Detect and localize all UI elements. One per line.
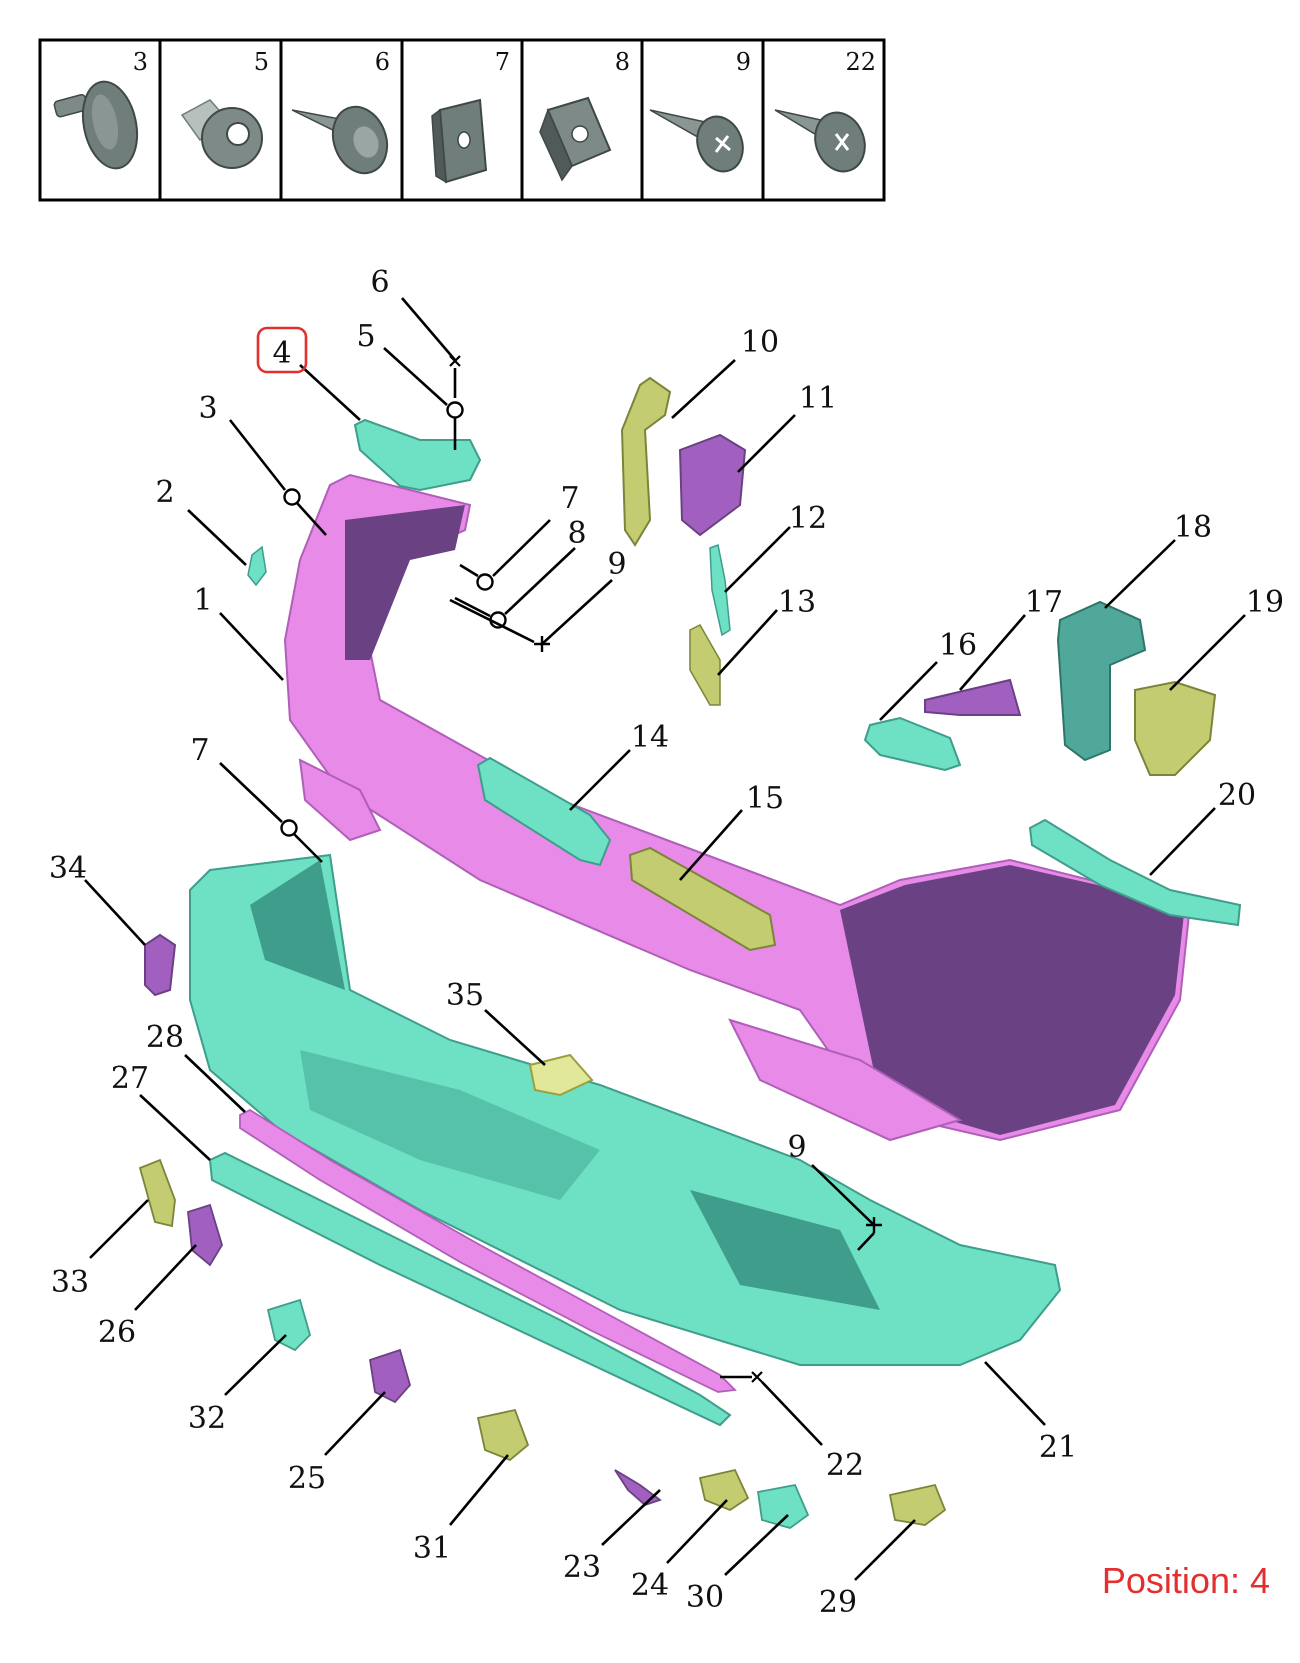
- square-nut-icon: [539, 96, 612, 182]
- flange-screw-icon: [291, 105, 389, 175]
- callout-21: 21: [1039, 1430, 1077, 1465]
- callout-9-lower: 9: [787, 1130, 806, 1165]
- hardware-table: 3 5 6 7 8 9 22: [38, 38, 886, 202]
- callout-2: 2: [155, 475, 174, 510]
- part-15-bracket: [628, 846, 777, 952]
- position-label: Position: 4: [1101, 1560, 1270, 1601]
- part-1-upper-bumper-cover: [283, 473, 1192, 1142]
- part-32-sensor-holder: [266, 1298, 312, 1352]
- part-10-bracket: [620, 376, 672, 547]
- callout-6: 6: [370, 265, 389, 300]
- callout-32: 32: [188, 1401, 226, 1436]
- hw-number-7: 7: [495, 48, 510, 76]
- part-16-bracket: [863, 716, 962, 772]
- callout-12: 12: [789, 501, 827, 536]
- callout-23: 23: [563, 1550, 601, 1585]
- hw-number-9: 9: [736, 48, 751, 76]
- part-34-clip: [144, 933, 177, 997]
- part-4-bracket: [353, 418, 482, 492]
- part-29-sensor-holder: [888, 1483, 947, 1526]
- callout-33: 33: [51, 1265, 89, 1300]
- callout-16: 16: [939, 628, 977, 663]
- callout-15: 15: [746, 781, 784, 816]
- leader-lines: [84, 297, 1246, 1581]
- hw-number-22: 22: [845, 48, 876, 76]
- clip-nut-icon: [180, 99, 263, 169]
- part-33-sensor-holder: [138, 1158, 176, 1228]
- callout-4: 4: [272, 336, 291, 371]
- part-17-bracket: [924, 678, 1022, 716]
- part-25-sensor-holder: [368, 1348, 412, 1404]
- callout-26: 26: [98, 1315, 136, 1350]
- callout-25: 25: [288, 1461, 326, 1496]
- callout-31: 31: [413, 1531, 451, 1566]
- callout-7-lower: 7: [190, 733, 209, 768]
- part-2-cap: [247, 545, 267, 587]
- callout-30: 30: [686, 1580, 724, 1615]
- part-21-lower-bumper: [189, 853, 1062, 1366]
- callout-11: 11: [799, 381, 837, 416]
- hw-number-8: 8: [615, 48, 630, 76]
- part-20-bracket: [1028, 818, 1242, 927]
- callout-14: 14: [631, 720, 669, 755]
- pan-screw-icon: [649, 109, 744, 173]
- part-14-bracket: [476, 756, 612, 867]
- callout-13: 13: [778, 585, 816, 620]
- callout-10: 10: [741, 325, 779, 360]
- callout-35: 35: [446, 978, 484, 1013]
- hw-number-3: 3: [133, 48, 148, 76]
- callout-3: 3: [198, 391, 217, 426]
- callout-20: 20: [1218, 778, 1256, 813]
- callout-17: 17: [1025, 585, 1063, 620]
- part-30-sensor-holder: [756, 1483, 810, 1529]
- part-11-bracket: [678, 433, 747, 537]
- callout-22: 22: [826, 1448, 864, 1483]
- part-19-absorber: [1134, 680, 1217, 776]
- callout-27: 27: [111, 1061, 149, 1096]
- part-26-sensor-holder: [187, 1203, 223, 1267]
- callout-4-highlight-box: [256, 326, 308, 374]
- callout-8: 8: [567, 516, 586, 551]
- part-18-absorber: [1056, 600, 1147, 762]
- callout-7-upper: 7: [560, 481, 579, 516]
- part-24-sensor-holder: [698, 1468, 750, 1512]
- u-clip-icon: [431, 98, 488, 184]
- part-13-clip: [689, 624, 721, 706]
- callout-18: 18: [1174, 510, 1212, 545]
- push-rivet-icon: [53, 80, 139, 170]
- callout-labels: 6 5 4 3 2 1 7 8 9 10 11 12 13 14 15 16 1…: [49, 265, 1284, 1620]
- callout-9-upper: 9: [607, 547, 626, 582]
- part-31-sensor-holder: [476, 1408, 530, 1462]
- callout-19: 19: [1246, 585, 1284, 620]
- callout-29: 29: [819, 1585, 857, 1620]
- callout-1: 1: [193, 583, 212, 618]
- part-23-clip: [614, 1469, 662, 1507]
- callout-28: 28: [146, 1020, 184, 1055]
- part-12-clip: [709, 543, 731, 637]
- hw-number-5: 5: [254, 48, 269, 76]
- hw-number-6: 6: [375, 48, 390, 76]
- callout-34: 34: [49, 851, 87, 886]
- part-27-trim-strip: [208, 1151, 732, 1427]
- part-35-cover: [528, 1053, 594, 1097]
- torx-bolt-icon: [774, 109, 866, 173]
- callout-24: 24: [631, 1568, 669, 1603]
- part-28-trim-strip: [239, 1108, 737, 1393]
- callout-5: 5: [356, 319, 375, 354]
